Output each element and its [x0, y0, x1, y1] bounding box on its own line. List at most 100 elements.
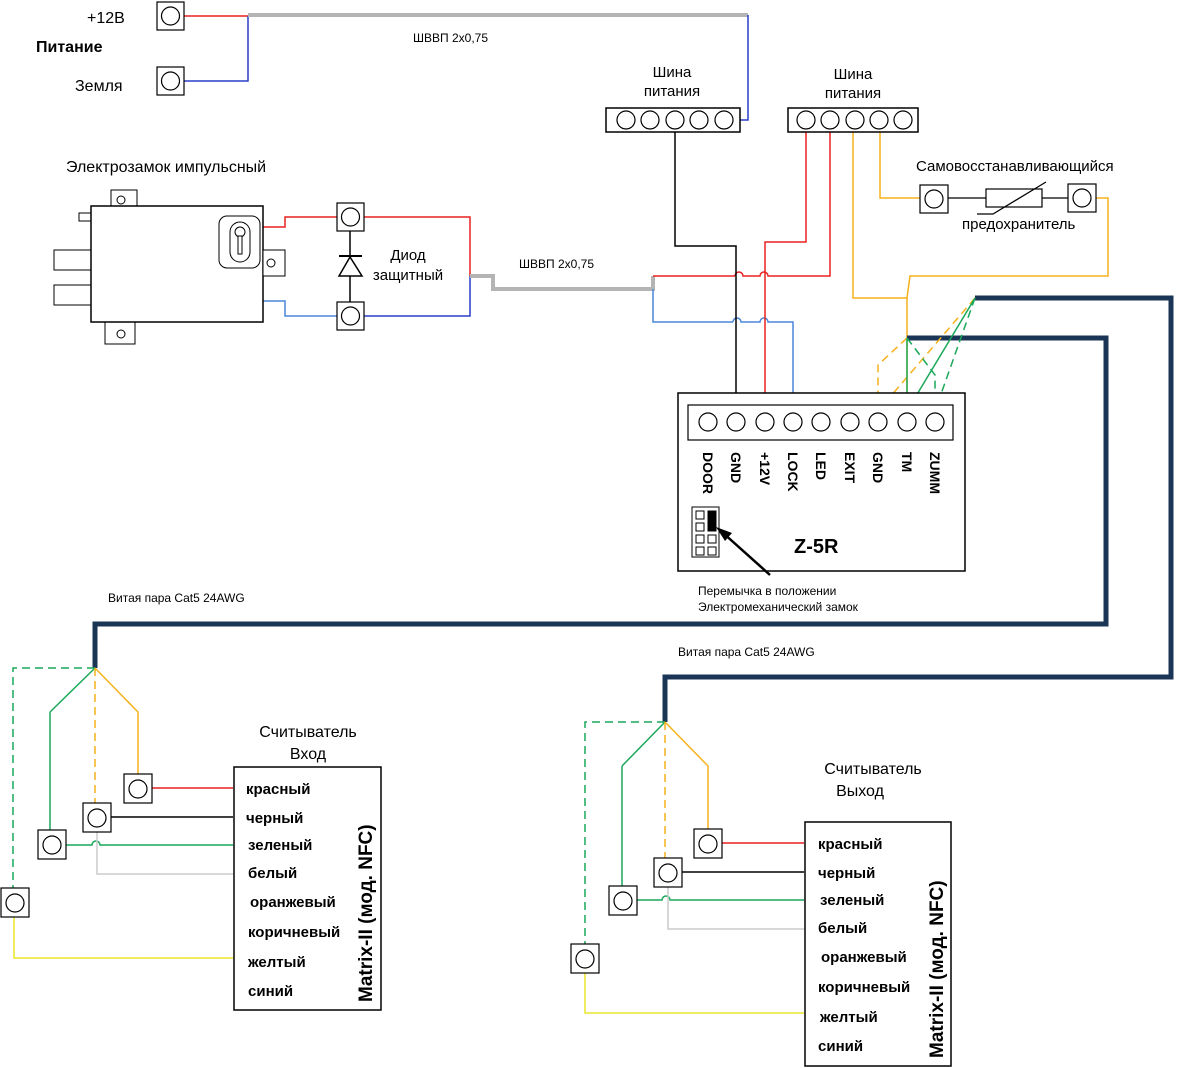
fuse-in-terminal	[919, 184, 949, 214]
reader-exit-terminal-red	[693, 828, 723, 859]
controller-terminal-1	[726, 412, 746, 432]
bus-right-label-1: Шина	[834, 66, 873, 83]
reader-entry-box	[233, 766, 382, 1011]
bus-left-terminal-1	[640, 110, 660, 130]
reader-exit-terminal-yellow	[570, 943, 600, 974]
reader-entry-wire-5: коричневый	[248, 924, 340, 941]
lock-title: Электрозамок импульсный	[66, 159, 266, 176]
diode-top-terminal	[336, 202, 365, 232]
fuse-label-2: предохранитель	[962, 216, 1076, 233]
jumper-note-2: Электромеханический замок	[698, 600, 859, 614]
bus-right-terminal-1	[820, 110, 840, 130]
cable-entry-label: Витая пара Cat5 24AWG	[108, 591, 245, 605]
controller-terminal-4	[811, 412, 831, 432]
controller-terminal-5	[840, 412, 860, 432]
controller-pin-labels: DOOR GND +12V LOCK LED EXIT GND TM ZUMM	[700, 452, 943, 494]
controller-name: Z-5R	[794, 536, 839, 558]
fuse-label-1: Самовосстанавливающийся	[916, 158, 1114, 175]
bus-left-terminal-0	[616, 110, 636, 130]
reader-exit-title-1: Считыватель	[824, 761, 922, 778]
controller-terminal-2	[755, 412, 775, 432]
reader-entry-wire-6: желтый	[247, 954, 306, 971]
cable-exit-label: Витая пара Cat5 24AWG	[678, 645, 815, 659]
bus-left-terminal-2	[665, 110, 685, 130]
cat5-cables	[92, 295, 1174, 722]
controller-terminal-7	[897, 412, 917, 432]
reader-entry-title-1: Считыватель	[259, 724, 357, 741]
power-bus-right	[787, 107, 919, 133]
reader-entry-terminal-black	[82, 802, 112, 833]
fuse-symbol	[977, 181, 1047, 215]
controller-terminal-strip	[698, 412, 945, 432]
reader-entry-terminal-red	[123, 773, 153, 804]
controller-pin-label-7: TM	[899, 452, 915, 472]
reader-exit-terminal-black	[653, 857, 683, 888]
reader-exit-wire-5: коричневый	[818, 979, 910, 996]
controller-pin-label-1: GND	[728, 452, 744, 483]
controller-pin-label-5: EXIT	[842, 452, 858, 484]
reader-exit-wire-1: черный	[818, 865, 875, 882]
ground-label: Земля	[75, 78, 123, 95]
reader-exit-wire-7: синий	[818, 1038, 863, 1055]
controller-pin-label-4: LED	[813, 452, 829, 480]
reader-entry-title-2: Вход	[290, 746, 327, 763]
reader-entry-wire-3: белый	[248, 865, 297, 882]
fuse-out-terminal	[1067, 183, 1097, 213]
diode-symbol	[337, 231, 364, 302]
bus-left-terminal-4	[714, 110, 734, 130]
power-bus-left	[605, 107, 741, 133]
reader-entry-model: Matrix-II (мод. NFC)	[356, 824, 377, 1002]
power-ground-terminal	[156, 66, 185, 96]
controller-pin-label-6: GND	[870, 452, 886, 483]
electric-lock	[53, 189, 286, 345]
reader-entry-terminal-yellow	[0, 887, 30, 918]
lock-wires	[263, 216, 795, 411]
reader-entry-wire-7: синий	[248, 983, 293, 1000]
controller-pin-label-2: +12V	[757, 452, 773, 486]
controller-terminal-8	[925, 412, 945, 432]
bus-right-terminal-3	[869, 110, 889, 130]
bus-right-terminal-4	[893, 110, 913, 130]
reader-exit-title-2: Выход	[836, 783, 885, 800]
reader-exit-model: Matrix-II (мод. NFC)	[927, 880, 948, 1058]
bus-left-label-1: Шина	[653, 64, 692, 81]
power-plus12-terminal	[156, 1, 185, 31]
controller-pin-label-3: LOCK	[785, 452, 801, 492]
diode-bottom-terminal	[336, 301, 365, 331]
controller-pin-label-8: ZUMM	[927, 452, 943, 494]
controller-pin-label-0: DOOR	[700, 452, 716, 494]
bus-right-label-2: питания	[825, 85, 881, 102]
bus-left-label-2: питания	[644, 83, 700, 100]
reader-exit-box	[804, 821, 952, 1067]
reader-exit-terminal-green	[608, 885, 638, 916]
reader-entry-wires	[12, 667, 233, 959]
diode-label-1: Диод	[390, 247, 426, 264]
lock-cable-label: ШВВП 2х0,75	[519, 257, 594, 271]
controller-terminal-6	[868, 412, 888, 432]
diode-label-2: защитный	[373, 267, 443, 284]
reader-entry-wire-1: черный	[246, 810, 303, 827]
bus-left-terminal-3	[689, 110, 709, 130]
reader-entry-terminal-green	[37, 829, 67, 860]
plus12-label: +12В	[87, 10, 125, 27]
reader-entry-wire-0: красный	[246, 781, 310, 798]
reader-entry-wire-2: зеленый	[248, 837, 312, 854]
jumper-note-1: Перемычка в положении	[698, 584, 836, 598]
controller-terminal-3	[783, 412, 803, 432]
jumper-block	[691, 506, 771, 576]
bus-right-terminal-0	[796, 110, 816, 130]
reader-exit-wire-3: белый	[818, 920, 867, 937]
controller-terminal-0	[698, 412, 718, 432]
bus-wires	[674, 129, 1109, 411]
reader-exit-wire-6: желтый	[819, 1009, 878, 1026]
reader-exit-wires	[584, 721, 804, 1014]
reader-exit-wire-4: оранжевый	[821, 949, 907, 966]
power-wires	[183, 13, 749, 121]
reader-exit-wire-2: зеленый	[820, 892, 884, 909]
reader-entry-wire-4: оранжевый	[250, 894, 336, 911]
power-title: Питание	[36, 39, 103, 56]
power-cable-label: ШВВП 2х0,75	[413, 31, 488, 45]
reader-exit-wire-0: красный	[818, 836, 882, 853]
bus-right-terminal-2	[845, 110, 865, 130]
